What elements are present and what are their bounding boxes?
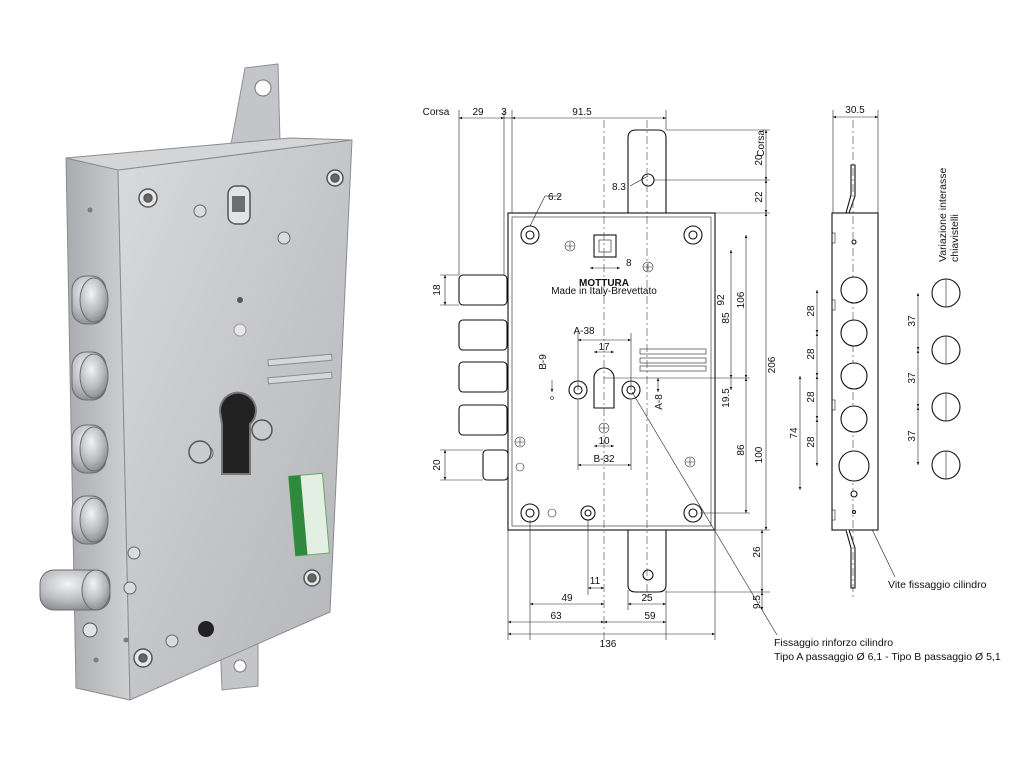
- svg-text:91.5: 91.5: [572, 107, 592, 118]
- svg-text:86: 86: [736, 444, 747, 456]
- svg-text:Tipo A passaggio Ø 6,1 - Tipo: Tipo A passaggio Ø 6,1 - Tipo B passaggi…: [774, 651, 1001, 663]
- variation-view: [931, 278, 961, 480]
- svg-text:37: 37: [907, 372, 918, 384]
- svg-text:Variazione interasse: Variazione interasse: [937, 167, 949, 262]
- svg-text:Fissaggio rinforzo cilindro: Fissaggio rinforzo cilindro: [774, 637, 893, 649]
- corner-holes: [520, 225, 703, 523]
- svg-text:26: 26: [752, 546, 763, 558]
- svg-text:B-32: B-32: [593, 454, 615, 465]
- svg-text:59: 59: [644, 611, 656, 622]
- svg-text:B-9: B-9: [538, 354, 549, 370]
- svg-text:30.5: 30.5: [845, 105, 865, 116]
- svg-text:85: 85: [721, 312, 732, 324]
- svg-text:chiavistelli: chiavistelli: [949, 214, 961, 262]
- lock-bolts: [39, 275, 111, 611]
- svg-text:29: 29: [472, 107, 484, 118]
- plate-screws: [133, 169, 344, 668]
- svg-text:A-38: A-38: [573, 326, 595, 337]
- svg-text:92: 92: [716, 294, 727, 306]
- svg-text:37: 37: [907, 315, 918, 327]
- svg-text:100: 100: [754, 446, 765, 463]
- svg-text:28: 28: [806, 391, 817, 403]
- dimension-labels: Corsa 29 3 91.5 30.5 6.2 8.3 8 A-38 17 1…: [423, 105, 866, 650]
- svg-text:20: 20: [754, 154, 765, 166]
- notes: Vite fissaggio cilindro Fissaggio rinfor…: [774, 579, 1001, 663]
- svg-text:28: 28: [806, 305, 817, 317]
- green-label: [288, 472, 330, 557]
- svg-text:8: 8: [626, 258, 632, 269]
- technical-drawing: MOTTURA Made in Italy-Brevettato: [423, 105, 1001, 663]
- svg-text:17: 17: [598, 342, 610, 353]
- svg-text:28: 28: [806, 348, 817, 360]
- made-in-label: Made in Italy-Brevettato: [551, 286, 657, 297]
- svg-text:19.5: 19.5: [721, 388, 732, 408]
- svg-text:22: 22: [754, 191, 765, 203]
- svg-text:Corsa: Corsa: [423, 107, 450, 118]
- front-view: MOTTURA Made in Italy-Brevettato: [458, 120, 716, 640]
- svg-text:20: 20: [432, 459, 443, 471]
- front-dimensions: [440, 110, 896, 640]
- cylinder-cutout: [188, 391, 273, 475]
- side-view: [798, 110, 879, 600]
- top-mounting-tab: [229, 63, 281, 151]
- svg-text:106: 106: [736, 291, 747, 308]
- svg-text:9.5: 9.5: [752, 595, 763, 609]
- svg-text:A-8: A-8: [654, 394, 665, 410]
- svg-text:25: 25: [641, 593, 653, 604]
- svg-text:206: 206: [767, 356, 778, 373]
- svg-text:Vite fissaggio cilindro: Vite fissaggio cilindro: [888, 579, 987, 591]
- svg-text:28: 28: [806, 436, 817, 448]
- svg-text:37: 37: [907, 430, 918, 442]
- svg-text:8.3: 8.3: [612, 182, 626, 193]
- lock-photo: [39, 63, 353, 701]
- svg-text:11: 11: [590, 576, 601, 587]
- svg-text:74: 74: [789, 427, 800, 439]
- svg-text:136: 136: [600, 639, 617, 650]
- svg-text:6.2: 6.2: [548, 192, 562, 203]
- svg-text:10: 10: [598, 436, 610, 447]
- bolts-front: [458, 274, 509, 481]
- svg-text:18: 18: [432, 284, 443, 296]
- svg-text:63: 63: [550, 611, 562, 622]
- brand-label: MOTTURA: [579, 278, 629, 289]
- rotated-dimension-labels: Corsa 20 22 106 206 92 85 19.5 86 100 26…: [432, 130, 961, 609]
- svg-text:3: 3: [501, 107, 507, 118]
- svg-text:Corsa: Corsa: [756, 130, 767, 157]
- svg-text:49: 49: [561, 593, 573, 604]
